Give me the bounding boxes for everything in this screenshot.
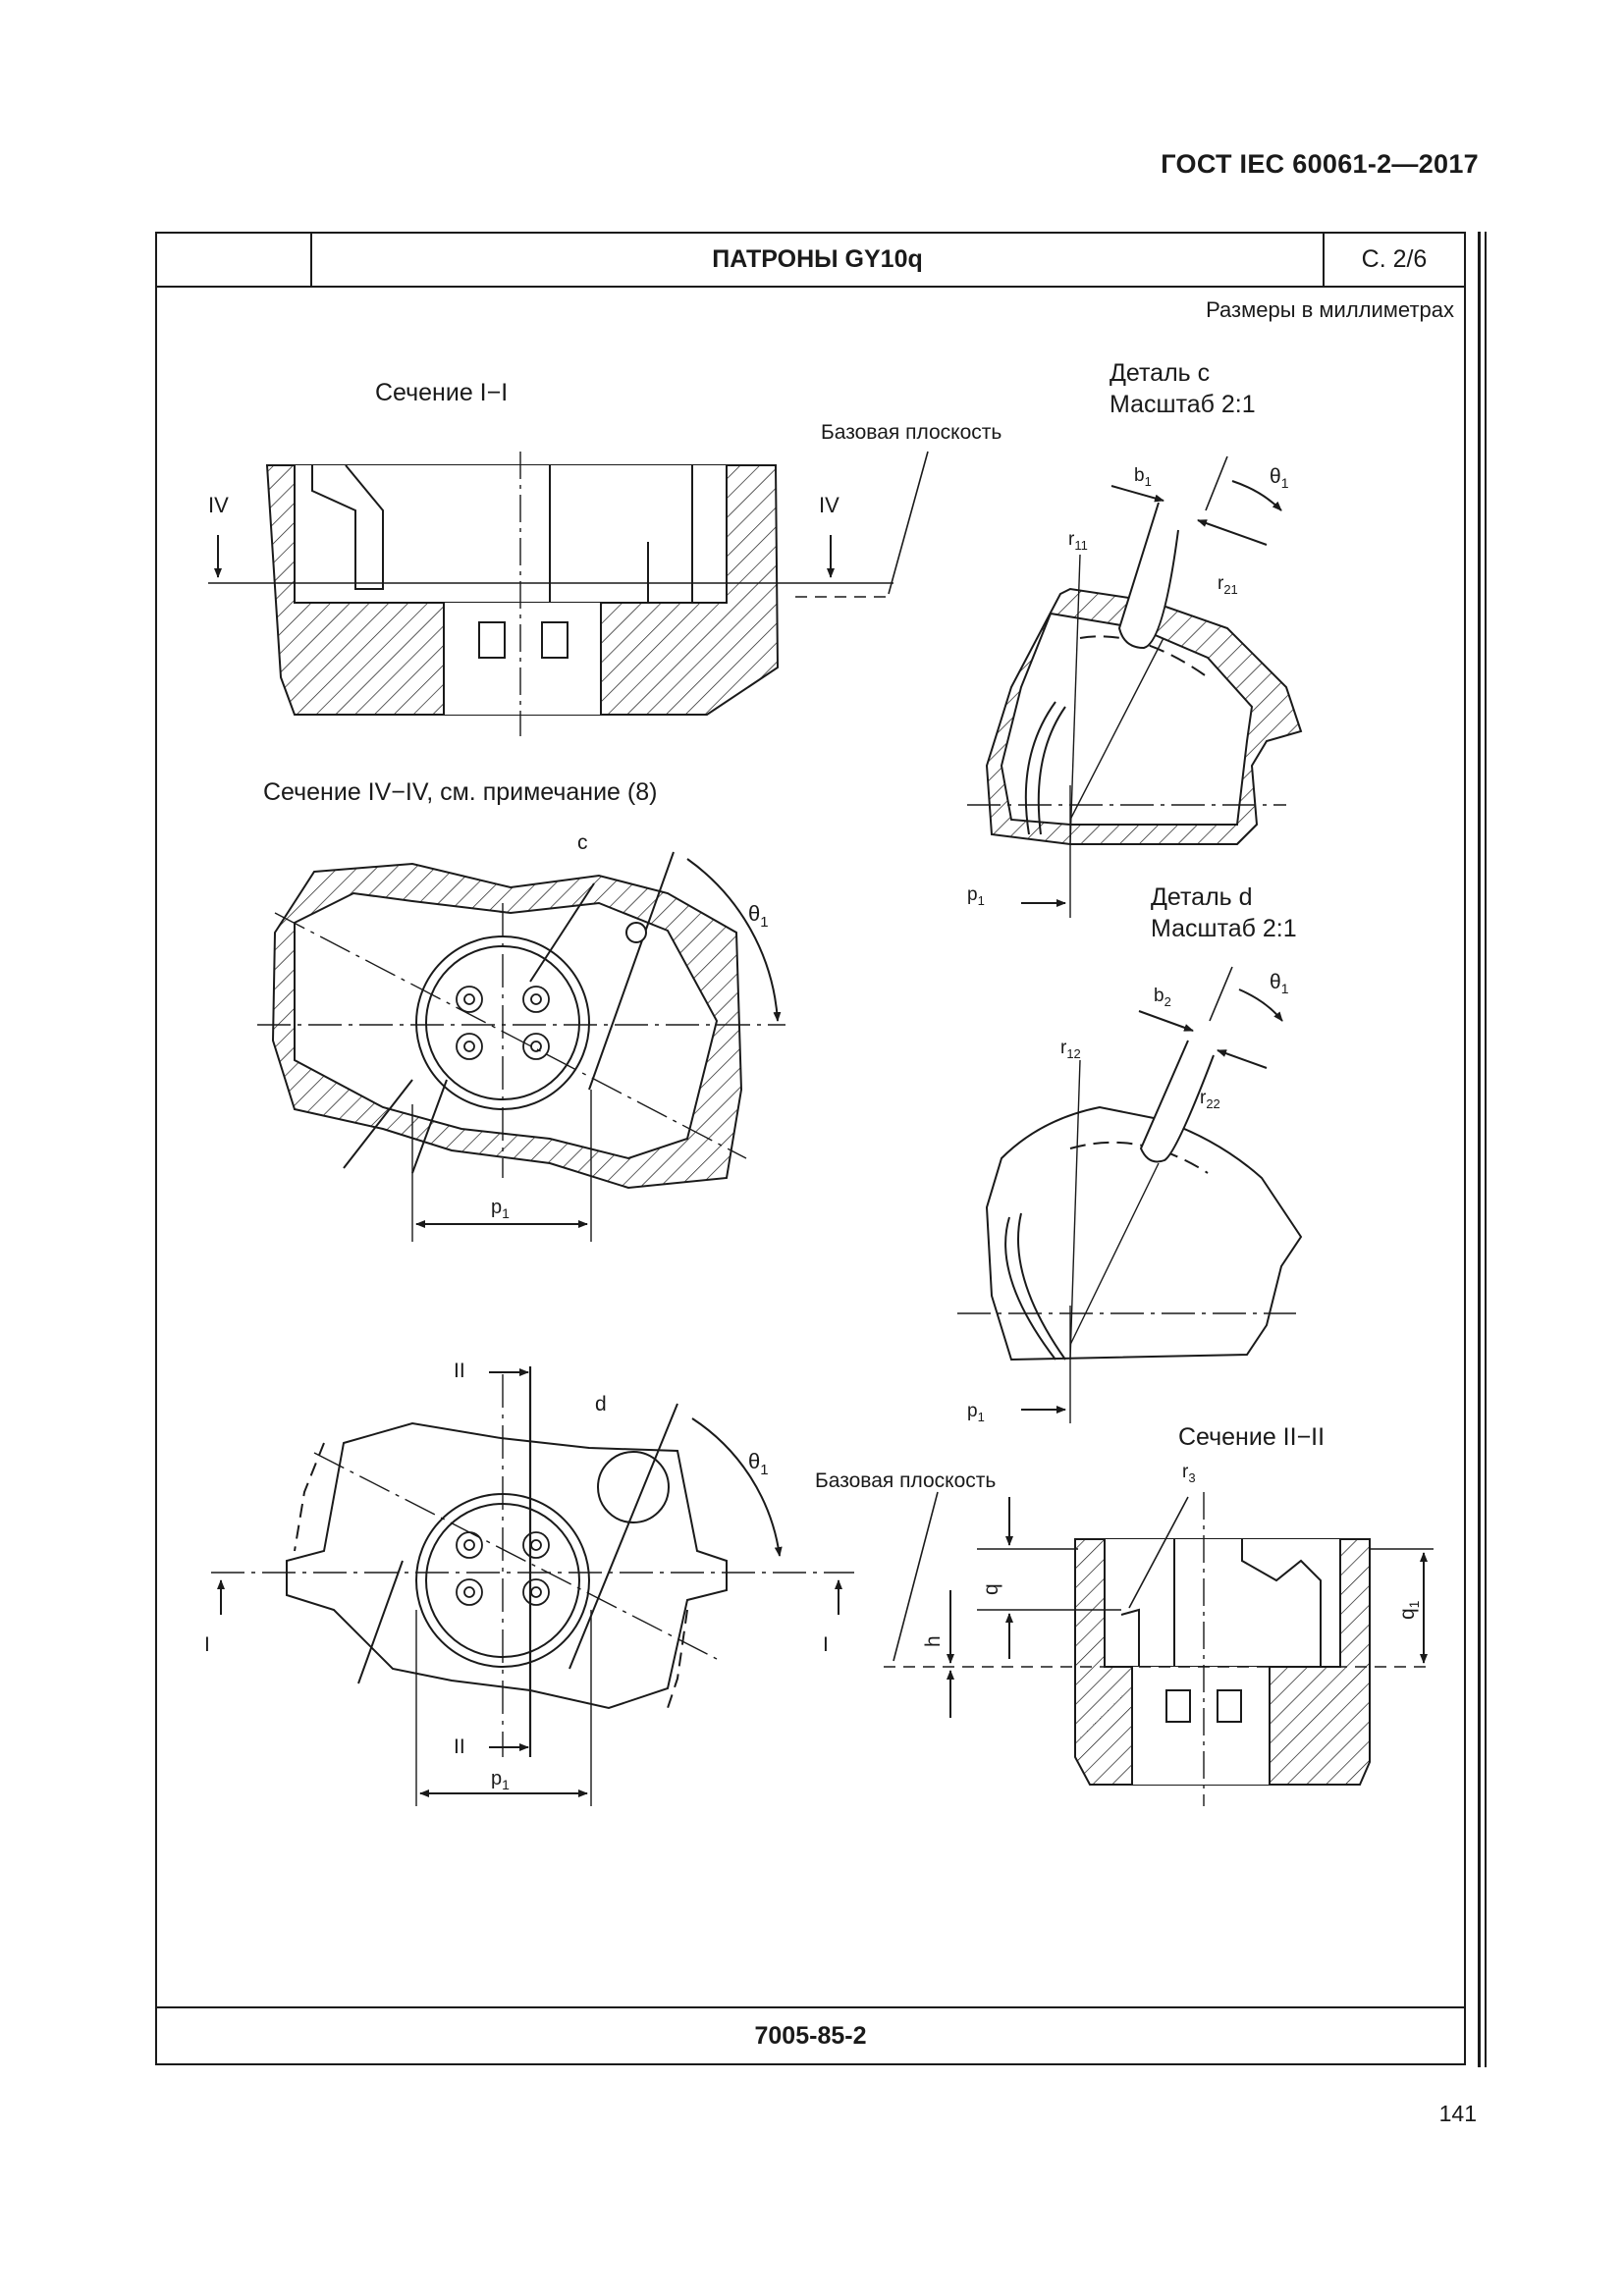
dim-r11: r11 (1068, 529, 1088, 553)
section-2-view (884, 1491, 1434, 1806)
section-4-title: Сечение IV−IV, см. примечание (8) (263, 778, 657, 806)
theta-subscript: 1 (760, 914, 768, 931)
r-symbol: r (1218, 573, 1224, 594)
theta-1-detail-c: θ1 (1270, 465, 1289, 491)
label-d: d (595, 1393, 607, 1415)
detail-c-view (967, 455, 1303, 918)
detail-d-scale: Масштаб 2:1 (1151, 915, 1297, 942)
p-subscript: 1 (502, 1777, 510, 1792)
p-subscript: 1 (978, 893, 985, 908)
section-1-title: Сечение I−I (375, 379, 508, 406)
theta-1-mid: θ1 (748, 901, 769, 931)
dim-r12: r12 (1060, 1038, 1081, 1061)
label-c: c (577, 831, 588, 854)
theta-subscript: 1 (760, 1462, 768, 1478)
section-2-plan-view (211, 1366, 854, 1806)
detail-c-title: Деталь c (1110, 359, 1210, 387)
theta-subscript: 1 (1281, 475, 1289, 491)
detail-d-view (957, 966, 1303, 1423)
units-note: Размеры в миллиметрах (1206, 297, 1454, 322)
theta-1-bottom: θ1 (748, 1449, 769, 1478)
dim-b2: b2 (1154, 986, 1171, 1009)
dim-r3: r3 (1182, 1462, 1196, 1485)
dim-h: h (922, 1635, 945, 1647)
q-symbol: q (1396, 1608, 1419, 1620)
dim-p1-detail-c: p1 (967, 884, 985, 908)
detail-d-title: Деталь d (1151, 883, 1253, 911)
r-subscript: 3 (1188, 1470, 1195, 1485)
theta-symbol: θ (748, 1449, 760, 1473)
b-subscript: 2 (1164, 994, 1171, 1009)
title-cell-empty (157, 234, 312, 286)
r-symbol: r (1200, 1088, 1207, 1108)
dim-r21: r21 (1218, 573, 1238, 597)
page-number: 141 (1438, 2101, 1477, 2126)
dim-r22: r22 (1200, 1088, 1220, 1111)
p-symbol: p (967, 1401, 978, 1421)
r-subscript: 22 (1206, 1096, 1219, 1111)
detail-c-scale: Масштаб 2:1 (1110, 391, 1256, 418)
label-iv-left: IV (208, 493, 229, 517)
theta-symbol: θ (1270, 465, 1281, 488)
r-symbol: r (1060, 1038, 1067, 1058)
section-1-view (208, 451, 929, 736)
r-symbol: r (1182, 1462, 1189, 1482)
drawing-code: 7005-85-2 (157, 2006, 1464, 2063)
r-subscript: 21 (1223, 582, 1237, 597)
section-2-title: Сечение II−II (1178, 1423, 1325, 1451)
b-subscript: 1 (1145, 474, 1152, 489)
standard-header: ГОСТ IEC 60061-2—2017 (1161, 149, 1479, 179)
sheet-edge-line-inner (1485, 232, 1487, 2067)
dim-p1-mid: p1 (491, 1197, 510, 1221)
label-i-right: I (823, 1633, 829, 1656)
section-4-view (257, 851, 785, 1242)
theta-symbol: θ (748, 901, 760, 926)
label-i-left: I (204, 1633, 210, 1656)
dim-p1-detail-d: p1 (967, 1401, 985, 1424)
label-ii-bottom: II (454, 1735, 465, 1758)
base-plane-label-bottom: Базовая плоскость (815, 1469, 996, 1492)
p-symbol: p (491, 1197, 502, 1218)
sheet-number: С. 2/6 (1361, 245, 1428, 273)
dim-b1: b1 (1134, 465, 1152, 489)
r-subscript: 11 (1074, 538, 1088, 553)
drawing-sheet: ПАТРОНЫ GY10q С. 2/6 Размеры в миллиметр… (155, 232, 1466, 2065)
theta-subscript: 1 (1281, 981, 1289, 996)
p-subscript: 1 (978, 1410, 985, 1424)
dim-q: q (980, 1583, 1002, 1595)
r-symbol: r (1068, 529, 1075, 550)
b-symbol: b (1154, 986, 1164, 1006)
theta-1-detail-d: θ1 (1270, 971, 1289, 996)
theta-symbol: θ (1270, 971, 1281, 993)
p-symbol: p (491, 1768, 502, 1789)
label-iv-right: IV (819, 493, 839, 517)
base-plane-label-top: Базовая плоскость (821, 421, 1001, 444)
label-ii-top: II (454, 1360, 465, 1382)
title-row: ПАТРОНЫ GY10q С. 2/6 (157, 234, 1464, 288)
dim-q1: q1 (1396, 1600, 1422, 1620)
dim-p1-bottom: p1 (491, 1768, 510, 1792)
q-subscript: 1 (1406, 1600, 1422, 1608)
p-symbol: p (967, 884, 978, 905)
sheet-title: ПАТРОНЫ GY10q (312, 234, 1325, 286)
sheet-edge-line (1478, 232, 1481, 2067)
r-subscript: 12 (1066, 1046, 1080, 1061)
p-subscript: 1 (502, 1205, 510, 1221)
b-symbol: b (1134, 465, 1145, 486)
